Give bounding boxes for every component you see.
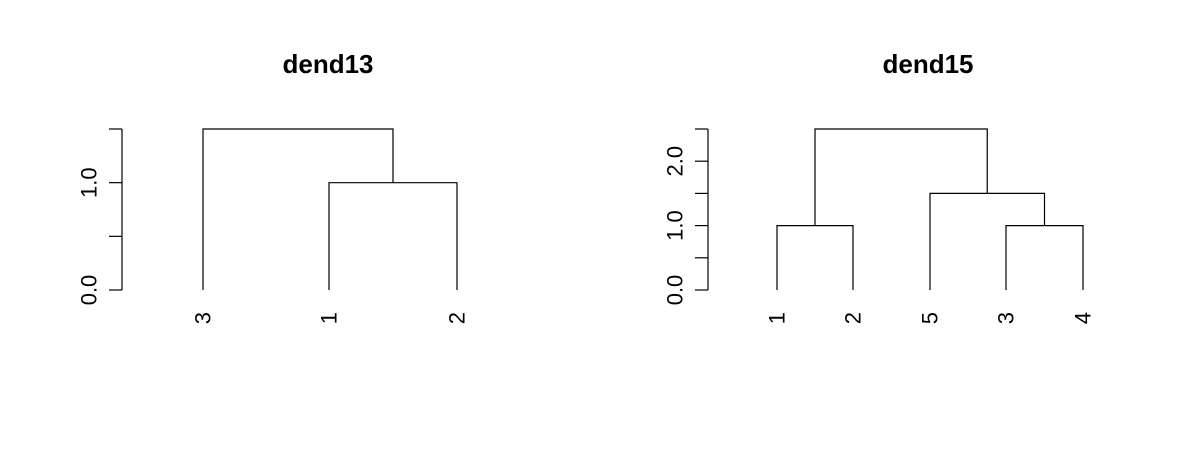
leaf-label: 1 [317, 312, 342, 324]
dendrogram-branch [929, 192, 1046, 290]
leaf-label: 2 [841, 312, 866, 324]
dendrogram-branch [202, 128, 394, 290]
dendrogram-branch [776, 225, 854, 290]
chart-title: dend15 [882, 49, 973, 79]
dend13-panel: dend13 0.0 1.0 3 1 2 [77, 49, 470, 324]
chart-title: dend13 [282, 49, 373, 79]
y-tick-label: 0.0 [77, 275, 102, 306]
y-tick-label: 2.0 [663, 146, 688, 177]
leaf-label: 3 [994, 312, 1019, 324]
leaf-label: 4 [1071, 312, 1096, 324]
dendrogram-branch [1005, 225, 1084, 290]
leaf-label: 3 [191, 312, 216, 324]
leaf-label: 2 [445, 312, 470, 324]
y-tick-label: 1.0 [663, 210, 688, 241]
leaf-label: 5 [918, 312, 943, 324]
y-tick-label: 1.0 [77, 167, 102, 198]
dend15-panel: dend15 0.0 1.0 2.0 1 2 5 3 4 [663, 49, 1096, 324]
y-tick-label: 0.0 [663, 275, 688, 306]
dendrogram-branch [328, 182, 458, 290]
dendrogram-branch [814, 128, 988, 226]
leaf-label: 1 [765, 312, 790, 324]
